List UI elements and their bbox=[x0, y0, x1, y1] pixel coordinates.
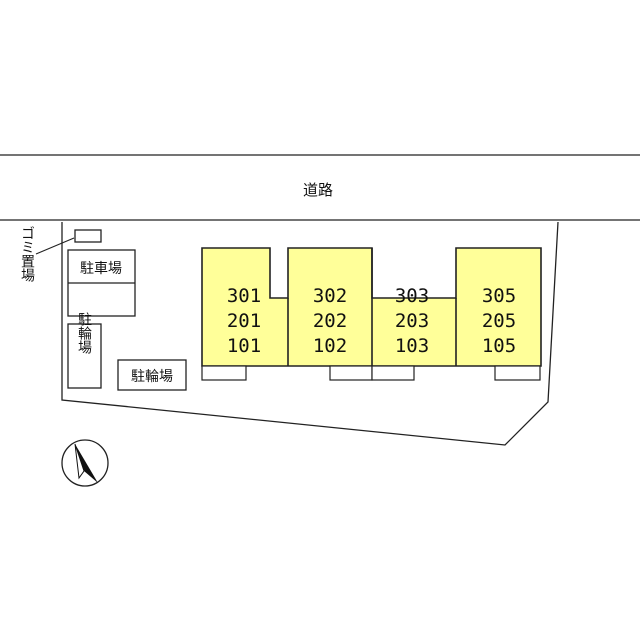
parking-label: 駐車場 bbox=[80, 260, 122, 277]
bike-parking-bottom: 駐輪場 bbox=[117, 359, 187, 391]
unit-number: 302 bbox=[313, 285, 347, 307]
unit-number: 101 bbox=[227, 335, 261, 357]
unit-col-3: 303 203 103 bbox=[395, 285, 429, 357]
bike-parking-bottom-label: 駐輪場 bbox=[131, 368, 173, 385]
unit-col-4: 305 205 105 bbox=[482, 285, 516, 357]
step-3 bbox=[371, 365, 415, 381]
unit-number: 205 bbox=[482, 310, 516, 332]
bike-parking-bottom-box bbox=[117, 359, 187, 391]
garbage-area: ゴミ置場 bbox=[19, 226, 102, 282]
step-1 bbox=[201, 365, 247, 381]
road: 道路 bbox=[0, 154, 640, 221]
unit-number: 203 bbox=[395, 310, 429, 332]
garbage-box bbox=[74, 229, 102, 243]
bike-parking-left-box bbox=[67, 323, 102, 389]
road-label: 道路 bbox=[303, 181, 333, 199]
unit-number: 105 bbox=[482, 335, 516, 357]
unit-col-2: 302 202 102 bbox=[313, 285, 347, 357]
unit-number: 301 bbox=[227, 285, 261, 307]
unit-number: 102 bbox=[313, 335, 347, 357]
bike-parking-left: 駐輪場 bbox=[67, 312, 102, 389]
compass-needle-light bbox=[74, 443, 85, 480]
unit-number: 103 bbox=[395, 335, 429, 357]
unit-number: 201 bbox=[227, 310, 261, 332]
garbage-leader-line bbox=[35, 237, 75, 255]
compass-needle-dark bbox=[75, 444, 98, 483]
step-4 bbox=[494, 365, 541, 381]
unit-number: 305 bbox=[482, 285, 516, 307]
unit-col-1: 301 201 101 bbox=[227, 285, 261, 357]
bike-parking-left-label: 駐輪場 bbox=[76, 312, 92, 354]
unit-number: 303 bbox=[395, 285, 429, 307]
unit-number: 202 bbox=[313, 310, 347, 332]
north-arrow-icon bbox=[61, 439, 109, 487]
step-2 bbox=[329, 365, 373, 381]
garbage-label: ゴミ置場 bbox=[19, 226, 35, 282]
building: 301 201 101 302 202 102 303 203 103 305 … bbox=[201, 247, 542, 381]
parking-area: 駐車場 bbox=[67, 249, 136, 317]
lot-outline bbox=[61, 221, 559, 446]
